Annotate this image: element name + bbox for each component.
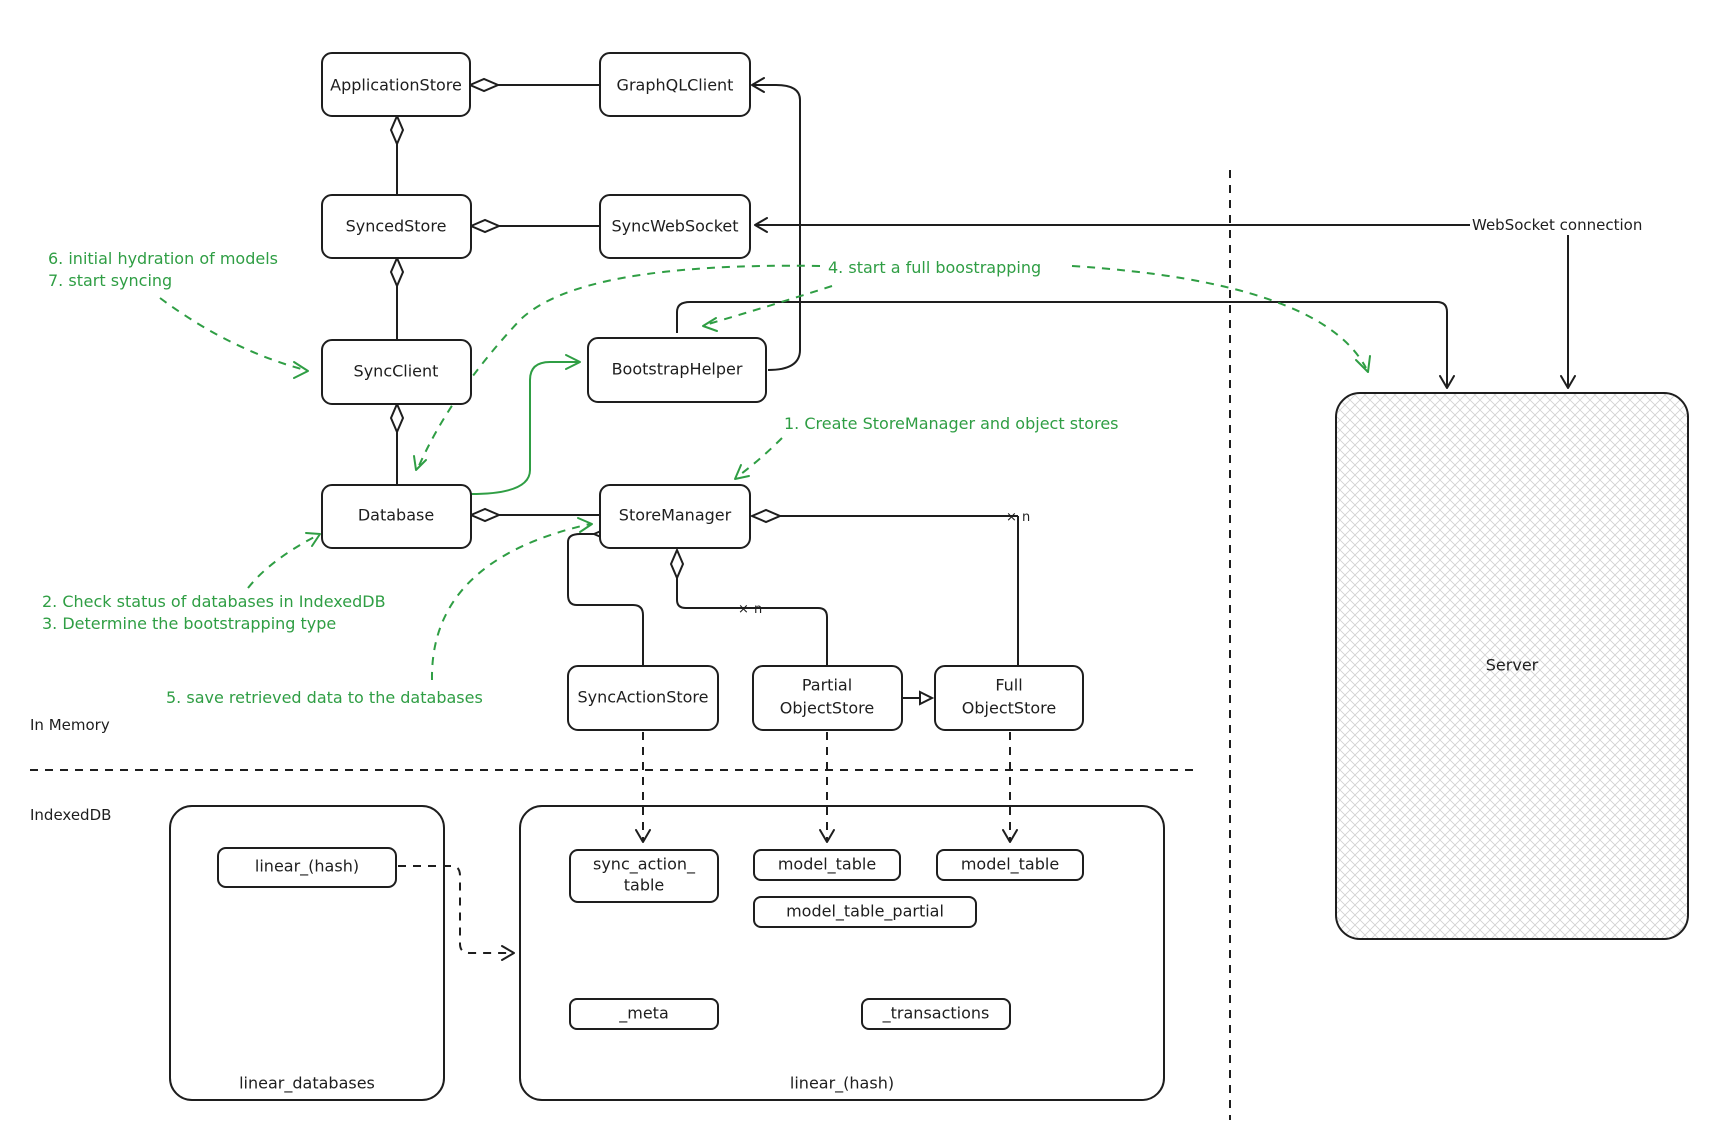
diamond-syncedstore-websocket	[468, 218, 502, 234]
application-store-label: ApplicationStore	[330, 76, 462, 95]
step-4-database-arrowhead	[413, 455, 427, 471]
full-object-store-node[interactable]: Full ObjectStore	[934, 665, 1084, 731]
model-table-partial[interactable]: model_table_partial	[753, 896, 977, 928]
partial-object-store-node[interactable]: Partial ObjectStore	[752, 665, 903, 731]
sync-action-table-label-1: sync_action_	[593, 855, 696, 875]
synced-store-label: SyncedStore	[346, 217, 447, 236]
step-4-arrow-bootstrap	[704, 285, 833, 326]
note-step-5: 5. save retrieved data to the databases	[166, 688, 483, 707]
database-bootstrap-arrowhead	[565, 354, 581, 370]
note-step-6: 6. initial hydration of models	[48, 249, 278, 268]
step-4-server-arrowhead	[1355, 355, 1371, 373]
websocket-connection-label: WebSocket connection	[1472, 216, 1642, 234]
diamond-appstore-syncedstore	[389, 113, 405, 147]
diamond-syncclient-database	[389, 401, 405, 435]
hash-reference-arrowhead	[501, 945, 515, 961]
note-step-4: 4. start a full boostrapping	[828, 258, 1041, 277]
step-1-arrow	[736, 437, 783, 478]
diamond-appstore-graphql	[467, 77, 501, 93]
storemanager-partial-line	[676, 572, 828, 666]
diamond-syncedstore-syncclient	[389, 255, 405, 289]
bootstrap-server-arrowhead	[1439, 375, 1455, 389]
linear-databases-label: linear_databases	[239, 1074, 375, 1094]
note-step-2: 2. Check status of databases in IndexedD…	[42, 592, 386, 611]
partial-object-store-label-2: ObjectStore	[780, 699, 874, 718]
server-label: Server	[1486, 656, 1539, 675]
linear-hash-reference-label: linear_(hash)	[255, 857, 359, 877]
step-5-arrow	[430, 523, 591, 681]
store-manager-node[interactable]: StoreManager	[599, 484, 751, 549]
multiplicity-x-partial: ×	[738, 602, 749, 617]
in-memory-label: In Memory	[30, 716, 110, 734]
full-object-store-label-2: ObjectStore	[962, 699, 1056, 718]
model-table-partial-label: model_table_partial	[786, 902, 944, 922]
synced-store-node[interactable]: SyncedStore	[321, 194, 472, 259]
model-table-full-store[interactable]: model_table	[936, 849, 1084, 881]
step-5-arrowhead	[577, 517, 593, 533]
step-1-arrowhead	[734, 464, 750, 480]
step-4-arrow-database	[417, 264, 821, 469]
step-2-arrow	[247, 534, 319, 589]
indexeddb-label: IndexedDB	[30, 806, 111, 824]
model-table-partial-store[interactable]: model_table	[753, 849, 901, 881]
store-manager-label: StoreManager	[619, 506, 732, 525]
bootstrap-helper-node[interactable]: BootstrapHelper	[587, 337, 767, 403]
sync-client-label: SyncClient	[354, 362, 439, 381]
full-table-arrowhead	[1002, 829, 1018, 843]
syncaction-to-storemanager-line	[567, 533, 644, 666]
database-label: Database	[358, 506, 434, 525]
multiplicity-x-full: ×	[1006, 510, 1017, 525]
sync-web-socket-node[interactable]: SyncWebSocket	[599, 194, 751, 259]
partial-object-store-label-1: Partial	[802, 676, 852, 695]
inheritance-arrowhead	[919, 690, 935, 706]
bootstrap-to-graphql-line	[752, 84, 801, 371]
sync-action-store-node[interactable]: SyncActionStore	[567, 665, 719, 731]
step-7-arrowhead	[293, 361, 309, 379]
multiplicity-partial: n	[754, 602, 762, 617]
server-node[interactable]: Server	[1335, 392, 1689, 940]
sync-action-table[interactable]: sync_action_ table	[569, 849, 719, 903]
meta-table-label: _meta	[618, 1004, 669, 1024]
hash-reference-link	[398, 865, 514, 954]
linear-hash-label: linear_(hash)	[790, 1074, 894, 1094]
transactions-table[interactable]: _transactions	[861, 998, 1011, 1030]
bootstrap-helper-label: BootstrapHelper	[612, 360, 743, 379]
diamond-database-storemanager	[468, 507, 502, 523]
websocket-arrowhead	[754, 217, 768, 233]
sync-web-socket-label: SyncWebSocket	[612, 217, 739, 236]
linear-databases-container[interactable]: linear_databases	[169, 805, 445, 1101]
syncaction-table-arrowhead	[635, 829, 651, 843]
step-7-arrow	[159, 297, 306, 371]
full-object-store-label-1: Full	[995, 676, 1022, 695]
meta-table[interactable]: _meta	[569, 998, 719, 1030]
graphql-client-node[interactable]: GraphQLClient	[599, 52, 751, 117]
multiplicity-full: n	[1022, 510, 1030, 525]
linear-hash-reference[interactable]: linear_(hash)	[217, 847, 397, 888]
diamond-storemanager-full	[749, 508, 783, 524]
note-step-3: 3. Determine the bootstrapping type	[42, 614, 336, 633]
transactions-table-label: _transactions	[882, 1004, 990, 1024]
sync-action-table-label-2: table	[624, 876, 665, 895]
database-to-bootstrap-green	[470, 361, 578, 495]
partial-table-arrowhead	[819, 829, 835, 843]
step-4-arrow-server	[1071, 265, 1367, 369]
graphql-arrowhead	[751, 77, 765, 93]
model-table-2-label: model_table	[961, 855, 1059, 875]
sync-action-store-label: SyncActionStore	[578, 688, 709, 707]
application-store-node[interactable]: ApplicationStore	[321, 52, 471, 117]
diamond-storemanager-partial	[669, 547, 685, 581]
note-step-7: 7. start syncing	[48, 271, 172, 290]
sync-client-node[interactable]: SyncClient	[321, 339, 472, 405]
model-table-1-label: model_table	[778, 855, 876, 875]
bootstrap-to-server-line	[676, 301, 1448, 388]
websocket-server-arrowhead	[1560, 375, 1576, 389]
step-2-arrowhead	[305, 532, 321, 547]
note-step-1: 1. Create StoreManager and object stores	[784, 414, 1119, 433]
step-4-bootstrap-arrowhead	[702, 317, 718, 332]
graphql-client-label: GraphQLClient	[617, 76, 734, 95]
database-node[interactable]: Database	[321, 484, 472, 549]
linear-hash-container[interactable]: linear_(hash)	[519, 805, 1165, 1101]
